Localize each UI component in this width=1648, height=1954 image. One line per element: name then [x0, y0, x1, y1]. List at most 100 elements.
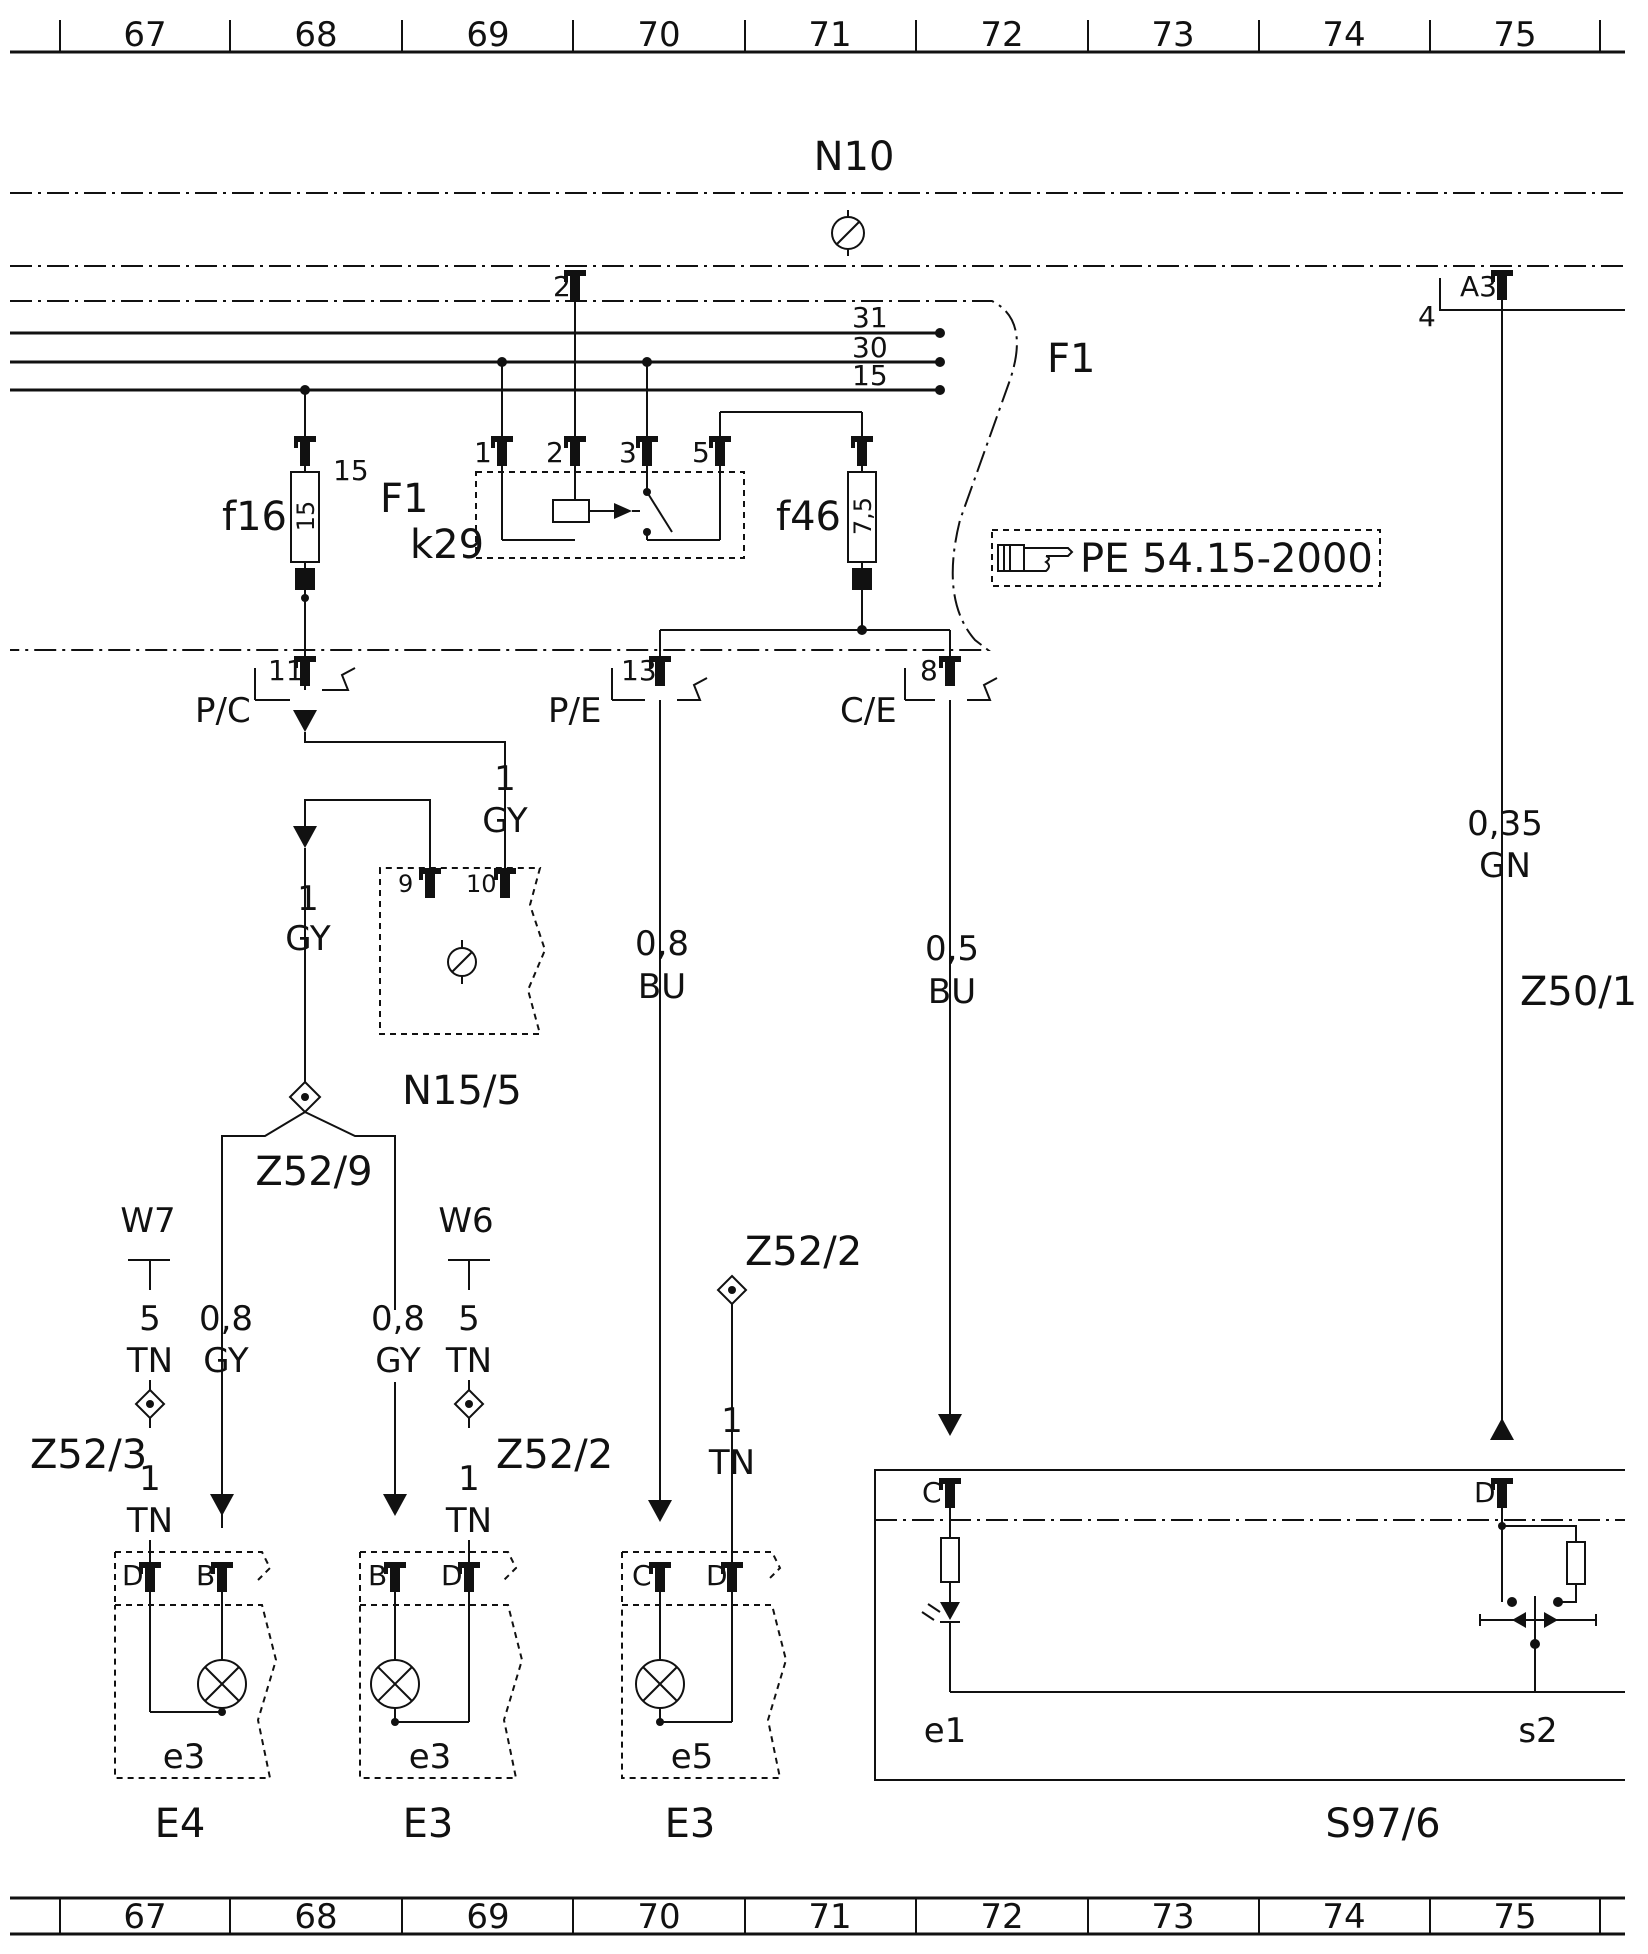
wire-gy-left-color: GY [285, 919, 331, 959]
bus-30-label: 30 [852, 331, 888, 364]
f46-rating: 7,5 [849, 497, 877, 535]
bottom-grid-col-69: 69 [466, 1897, 509, 1937]
e4-gy-gauge: 0,8 [199, 1299, 253, 1339]
fuse-f46 [659, 436, 951, 656]
k29-label: k29 [410, 522, 484, 568]
connector-pe-label: P/E [548, 691, 601, 731]
bottom-grid-col-70: 70 [637, 1897, 680, 1937]
z52-2-mid-label: Z52/2 [496, 1432, 613, 1478]
w6-label: W6 [438, 1201, 493, 1241]
pin-e4-b: B [196, 1559, 215, 1592]
pin-a3: A3 [1460, 270, 1497, 303]
f1-top-label: F1 [1047, 336, 1095, 382]
reference-text: PE 54.15-2000 [1080, 536, 1373, 582]
e3-gy-color: GY [375, 1341, 421, 1381]
module-n15-5 [304, 799, 547, 1035]
module-e3-b [621, 1551, 788, 1779]
pin-a3-4: 4 [1418, 300, 1436, 333]
w7-gauge: 5 [139, 1299, 161, 1339]
e3-tn-gauge: 1 [458, 1459, 480, 1499]
n10-ground-symbol [831, 210, 865, 256]
wire-bu8-color: BU [638, 967, 686, 1007]
pin-k29-2: 2 [546, 436, 564, 469]
connector-a3 [1439, 270, 1625, 1430]
fuse-f16 [290, 390, 320, 652]
e4-tn-gauge: 1 [139, 1459, 161, 1499]
e5-sub-label: e5 [671, 1737, 714, 1777]
e3a-sub-label: e3 [409, 1737, 452, 1777]
grid-col-68: 68 [294, 15, 337, 55]
bottom-grid-col-73: 73 [1151, 1897, 1194, 1937]
pin-k29-1: 1 [474, 436, 492, 469]
e4-tn-color: TN [126, 1501, 173, 1541]
top-grid-bar: 67 68 69 70 71 72 73 74 75 [10, 15, 1625, 55]
wire-gn-gauge: 0,35 [1467, 804, 1543, 844]
z52-3-label: Z52/3 [30, 1432, 147, 1478]
pin-e3a-d: D [441, 1559, 463, 1592]
pin-ce-8: 8 [920, 654, 938, 687]
reference-box[interactable]: PE 54.15-2000 [991, 529, 1381, 587]
relay-k29 [475, 362, 863, 559]
splice-z52-2 [716, 1274, 748, 1562]
connector-pc [254, 652, 356, 701]
pointing-hand-icon [997, 544, 1074, 572]
pin-pc-11: 11 [268, 654, 304, 687]
bottom-grid-col-75: 75 [1493, 1897, 1536, 1937]
wire-gy-left-gauge: 1 [297, 879, 319, 919]
wire-gn-color: GN [1479, 846, 1531, 886]
grid-col-67: 67 [123, 15, 166, 55]
pin-e3b-d: D [706, 1559, 728, 1592]
bus-15-label: 15 [852, 359, 888, 392]
wire-gy-top-color: GY [482, 801, 528, 841]
connector-ce [904, 656, 998, 701]
e4-gy-color: GY [203, 1341, 249, 1381]
e3-b-label: E3 [665, 1801, 716, 1847]
grid-col-71: 71 [808, 15, 851, 55]
z50-1-label: Z50/1 [1520, 969, 1637, 1015]
n10-label: N10 [814, 134, 895, 180]
wire-bu8-gauge: 0,8 [635, 924, 689, 964]
z52-2-top-label: Z52/2 [745, 1229, 862, 1275]
pin-e4-d: D [122, 1559, 144, 1592]
bus-lines [10, 328, 945, 395]
grid-col-70: 70 [637, 15, 680, 55]
wire-bu5-color: BU [928, 972, 976, 1012]
grid-col-69: 69 [466, 15, 509, 55]
s97-6-label: S97/6 [1325, 1801, 1440, 1847]
wire-gy-top-gauge: 1 [494, 759, 516, 799]
bus-31-label: 31 [852, 301, 888, 334]
pin-e3a-b: B [368, 1559, 387, 1592]
pin-k29-5: 5 [692, 436, 710, 469]
pin-n15-10: 10 [466, 870, 497, 898]
n15-ground-symbol [447, 940, 477, 984]
module-s97-6 [874, 1469, 1625, 1781]
grid-col-74: 74 [1322, 15, 1365, 55]
pin-n10-2: 2 [553, 270, 571, 303]
grid-col-72: 72 [980, 15, 1023, 55]
wire-bu5-gauge: 0,5 [925, 929, 979, 969]
bottom-grid-col-68: 68 [294, 1897, 337, 1937]
wire-pc-to-n15 [304, 732, 506, 868]
bottom-grid-col-67: 67 [123, 1897, 166, 1937]
e5-tn-gauge: 1 [721, 1401, 743, 1441]
f1-boundary [10, 300, 1018, 651]
bottom-grid-col-71: 71 [808, 1897, 851, 1937]
pin-e3b-c: C [632, 1559, 652, 1592]
connector-ce-label: C/E [840, 691, 897, 731]
module-e4 [114, 1551, 278, 1779]
pin-k29-3: 3 [619, 436, 637, 469]
e3-tn-color: TN [445, 1501, 492, 1541]
e4-label: E4 [155, 1801, 206, 1847]
e1-sub-label: e1 [924, 1711, 967, 1751]
f16-rating: 15 [292, 501, 320, 532]
e3-a-label: E3 [403, 1801, 454, 1847]
n15-5-label: N15/5 [402, 1068, 522, 1114]
f16-label: f16 [222, 494, 287, 540]
bottom-grid-bar: 67 68 69 70 71 72 73 74 75 [10, 1896, 1625, 1937]
f16-pin-label: 15 [333, 454, 369, 487]
connector-pe [611, 656, 708, 701]
w7-color: TN [126, 1341, 173, 1381]
pin-s97-d: D [1474, 1476, 1496, 1509]
connector-pc-label: P/C [195, 691, 251, 731]
